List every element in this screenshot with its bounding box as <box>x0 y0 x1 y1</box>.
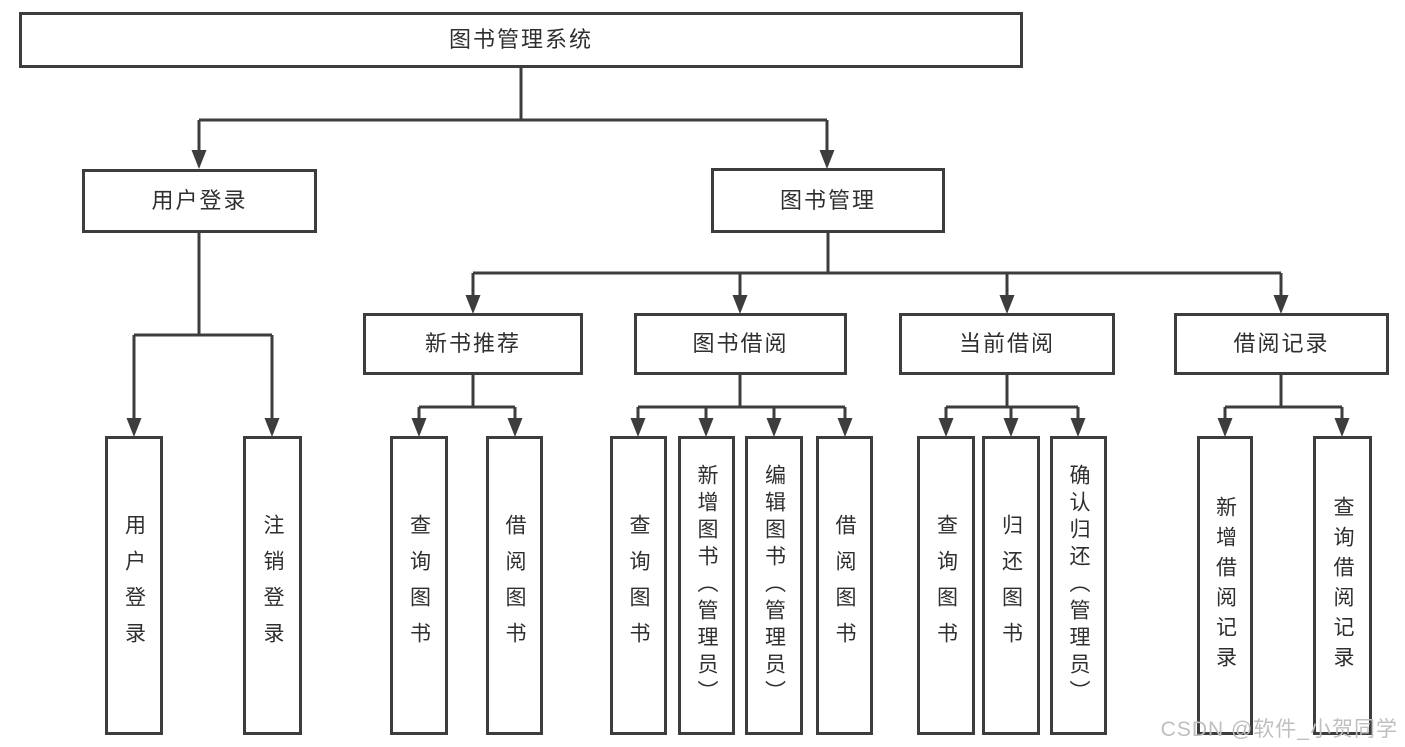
leaf-node-query-books: 查询图书 <box>610 436 667 735</box>
group-node-borrowing-records: 借阅记录 <box>1174 313 1389 375</box>
leaf-node-borrow-books: 借阅图书 <box>816 436 873 735</box>
branch-node-user-login: 用户登录 <box>82 169 317 233</box>
group-node-label: 借阅记录 <box>1233 331 1330 356</box>
leaf-node-logout: 注销登录 <box>243 436 302 735</box>
leaf-node-label: 查询借阅记录 <box>1331 495 1354 676</box>
leaf-node-label: 借阅图书 <box>503 513 526 658</box>
leaf-node-label: 查询图书 <box>627 513 650 658</box>
leaf-node-add-books-admin: 新增图书（管理员） <box>678 436 735 735</box>
branch-node-book-management: 图书管理 <box>711 168 945 233</box>
leaf-node-borrow-books: 借阅图书 <box>486 436 543 735</box>
leaf-node-label: 确认归还（管理员） <box>1067 464 1090 707</box>
leaf-node-label: 编辑图书（管理员） <box>762 464 786 707</box>
group-node-label: 图书借阅 <box>692 331 789 356</box>
leaf-node-confirm-return-admin: 确认归还（管理员） <box>1050 436 1107 735</box>
leaf-node-query-borrow-record: 查询借阅记录 <box>1313 436 1372 735</box>
leaf-node-label: 查询图书 <box>407 513 431 658</box>
root-node-library-management-system: 图书管理系统 <box>19 12 1023 68</box>
leaf-node-label: 新增借阅记录 <box>1213 495 1237 676</box>
branch-node-label: 用户登录 <box>151 188 248 213</box>
leaf-node-add-borrow-record: 新增借阅记录 <box>1197 436 1253 735</box>
leaf-node-user-login: 用户登录 <box>105 436 163 735</box>
leaf-node-label: 注销登录 <box>261 513 284 658</box>
leaf-node-query-books: 查询图书 <box>390 436 448 735</box>
group-node-new-book-recommendation: 新书推荐 <box>363 313 583 375</box>
group-node-label: 新书推荐 <box>424 331 521 356</box>
leaf-node-label: 查询图书 <box>934 513 958 658</box>
leaf-node-edit-books-admin: 编辑图书（管理员） <box>745 436 803 735</box>
group-node-book-borrowing: 图书借阅 <box>634 313 847 375</box>
group-node-label: 当前借阅 <box>958 331 1055 356</box>
leaf-node-label: 归还图书 <box>999 513 1023 658</box>
csdn-watermark: CSDN @软件_小贺同学 <box>1160 718 1398 741</box>
leaf-node-label: 用户登录 <box>122 513 146 658</box>
leaf-node-label: 新增图书（管理员） <box>695 464 718 707</box>
leaf-node-return-books: 归还图书 <box>982 436 1040 735</box>
leaf-node-query-books: 查询图书 <box>917 436 975 735</box>
leaf-node-label: 借阅图书 <box>833 513 856 658</box>
group-node-current-borrowing: 当前借阅 <box>899 313 1115 375</box>
root-node-label: 图书管理系统 <box>448 27 593 52</box>
branch-node-label: 图书管理 <box>779 187 876 213</box>
